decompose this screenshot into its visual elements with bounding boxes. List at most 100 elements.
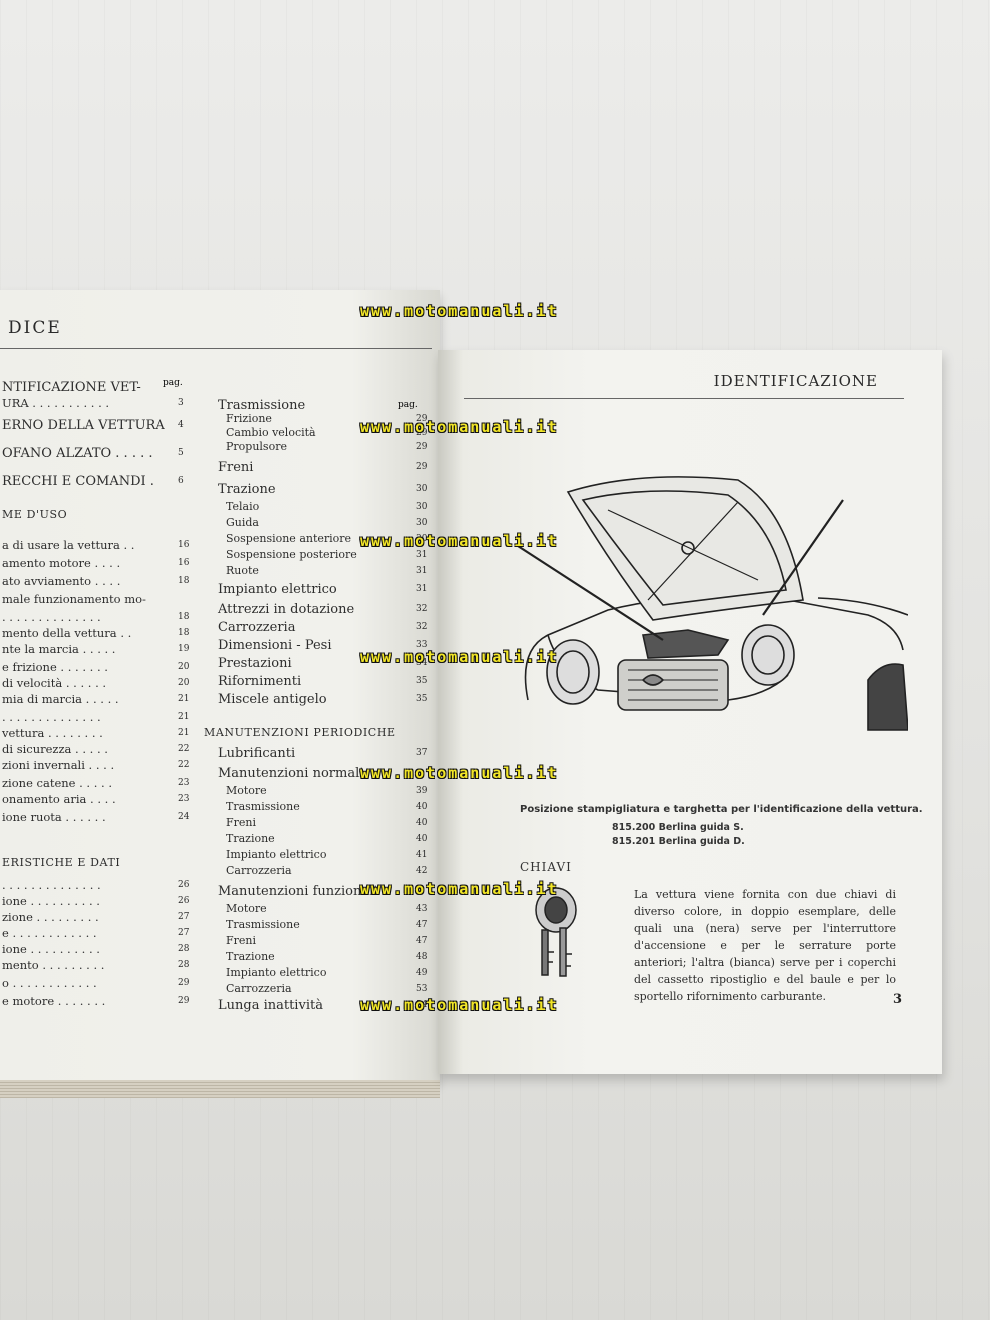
index-entry-label: . . . . . . . . . . . . . .: [2, 878, 101, 892]
watermark-1: www.motomanuali.it: [360, 302, 559, 320]
index-entry-page: 35: [416, 694, 428, 704]
index-entry-label: amento motore . . . .: [2, 556, 121, 570]
page-number: 3: [892, 992, 902, 1007]
watermark-6: www.motomanuali.it: [360, 880, 559, 898]
index-entry-page: 18: [178, 576, 190, 586]
index-column-1: NTIFICAZIONE VET-URA . . . . . . . . . .…: [0, 290, 200, 1080]
index-entry-page: 4: [178, 420, 184, 430]
code-line-1: 815.200 Berlina guida S.: [612, 822, 744, 833]
index-entry: di sicurezza . . . . .22: [2, 742, 189, 756]
index-entry-label: nte la marcia . . . . .: [2, 642, 116, 656]
index-entry: . . . . . . . . . . . . . .18: [2, 610, 189, 624]
index-entry-label: e frizione . . . . . . .: [2, 660, 108, 674]
index-entry-label: zione . . . . . . . . .: [2, 910, 99, 924]
keys-description: La vettura viene fornita con due chiavi …: [634, 888, 896, 1004]
index-entry-page: 31: [416, 566, 428, 576]
index-entry-label: Impianto elettrico: [226, 848, 327, 861]
index-entry-page: 30: [416, 502, 428, 512]
index-entry-label: NTIFICAZIONE VET-: [2, 380, 141, 395]
index-entry-page: 22: [178, 744, 190, 754]
index-entry-page: 28: [178, 960, 190, 970]
index-entry-page: 20: [178, 678, 190, 688]
index-entry-page: 23: [178, 778, 190, 788]
index-entry-label: Miscele antigelo: [218, 692, 327, 707]
index-entry-page: 32: [416, 622, 428, 632]
index-entry-label: Impianto elettrico: [226, 966, 327, 979]
index-entry: Trazione 48: [226, 950, 427, 963]
index-entry-label: Ruote: [226, 564, 259, 577]
index-entry-label: Propulsore: [226, 440, 287, 453]
index-entry-page: 48: [416, 952, 428, 962]
index-entry: o . . . . . . . . . . . .29: [2, 976, 189, 990]
index-entry-label: Lunga inattività: [218, 998, 323, 1013]
index-entry-label: Trasmissione: [226, 800, 300, 813]
index-entry-label: OFANO ALZATO . . . . .: [2, 446, 153, 461]
index-entry-label: zione catene . . . . .: [2, 776, 113, 790]
index-entry-label: ione . . . . . . . . . .: [2, 894, 100, 908]
index-entry-page: 21: [178, 694, 190, 704]
index-entry-page: 21: [178, 712, 190, 722]
index-entry-label: Carrozzeria: [226, 982, 292, 995]
index-entry: zione . . . . . . . . .27: [2, 910, 189, 924]
index-entry-page: 40: [416, 834, 428, 844]
illustration-caption: Posizione stampigliatura e targhetta per…: [520, 804, 923, 815]
index-entry-page: 54: [416, 1000, 428, 1010]
index-entry-label: Carrozzeria: [218, 620, 296, 635]
index-entry: amento motore . . . . 16: [2, 556, 189, 570]
pag-label-1: pag.: [163, 378, 183, 388]
index-entry-label: Trazione: [218, 482, 276, 497]
index-entry-page: 24: [178, 812, 190, 822]
index-entry-label: male funzionamento mo-: [2, 592, 146, 606]
index-entry: URA . . . . . . . . . . .3: [2, 396, 184, 410]
page-title: IDENTIFICAZIONE: [713, 372, 878, 390]
keys-icon: [535, 887, 577, 977]
index-entry-label: Trazione: [226, 950, 275, 963]
index-entry-page: 32: [416, 604, 428, 614]
index-entry-page: 30: [416, 484, 428, 494]
index-entry-label: Motore: [226, 902, 267, 915]
index-entry-page: 42: [416, 866, 428, 876]
index-entry-page: 40: [416, 802, 428, 812]
car-hood-open-illustration: [517, 476, 908, 731]
index-entry: MANUTENZIONI PERIODICHE: [204, 726, 396, 739]
index-entry-page: 3: [178, 398, 184, 408]
index-entry-label: vettura . . . . . . . .: [2, 726, 103, 740]
index-entry-label: Carrozzeria: [226, 864, 292, 877]
index-entry-label: Freni: [226, 934, 257, 947]
index-entry: Carrozzeria 32: [218, 620, 427, 635]
index-entry: Trazione 30: [218, 482, 427, 497]
index-entry-label: Rifornimenti: [218, 674, 302, 689]
index-entry-label: di velocità . . . . . .: [2, 676, 107, 690]
index-entry-page: 16: [178, 540, 190, 550]
index-entry: e frizione . . . . . . .20: [2, 660, 189, 674]
index-entry-page: 29: [416, 414, 428, 424]
chiavi-heading: CHIAVI: [520, 860, 572, 874]
watermark-5: www.motomanuali.it: [360, 764, 559, 782]
index-entry-page: 26: [178, 896, 190, 906]
index-entry-page: 16: [178, 558, 190, 568]
index-entry-page: 22: [178, 760, 190, 770]
index-entry-label: mento della vettura . .: [2, 626, 132, 640]
index-entry-page: 30: [416, 518, 428, 528]
index-entry-label: Prestazioni: [218, 656, 292, 671]
index-entry: ione . . . . . . . . . . 26: [2, 894, 189, 908]
index-entry-label: Freni: [218, 460, 254, 475]
index-header: DICE: [8, 318, 62, 338]
index-entry: Ruote 31: [226, 564, 427, 577]
index-entry: zione catene . . . . . 23: [2, 776, 189, 790]
index-entry-label: e motore . . . . . . .: [2, 994, 106, 1008]
index-entry-label: Manutenzioni normali: [218, 766, 364, 781]
index-entry-page: 5: [178, 448, 184, 458]
